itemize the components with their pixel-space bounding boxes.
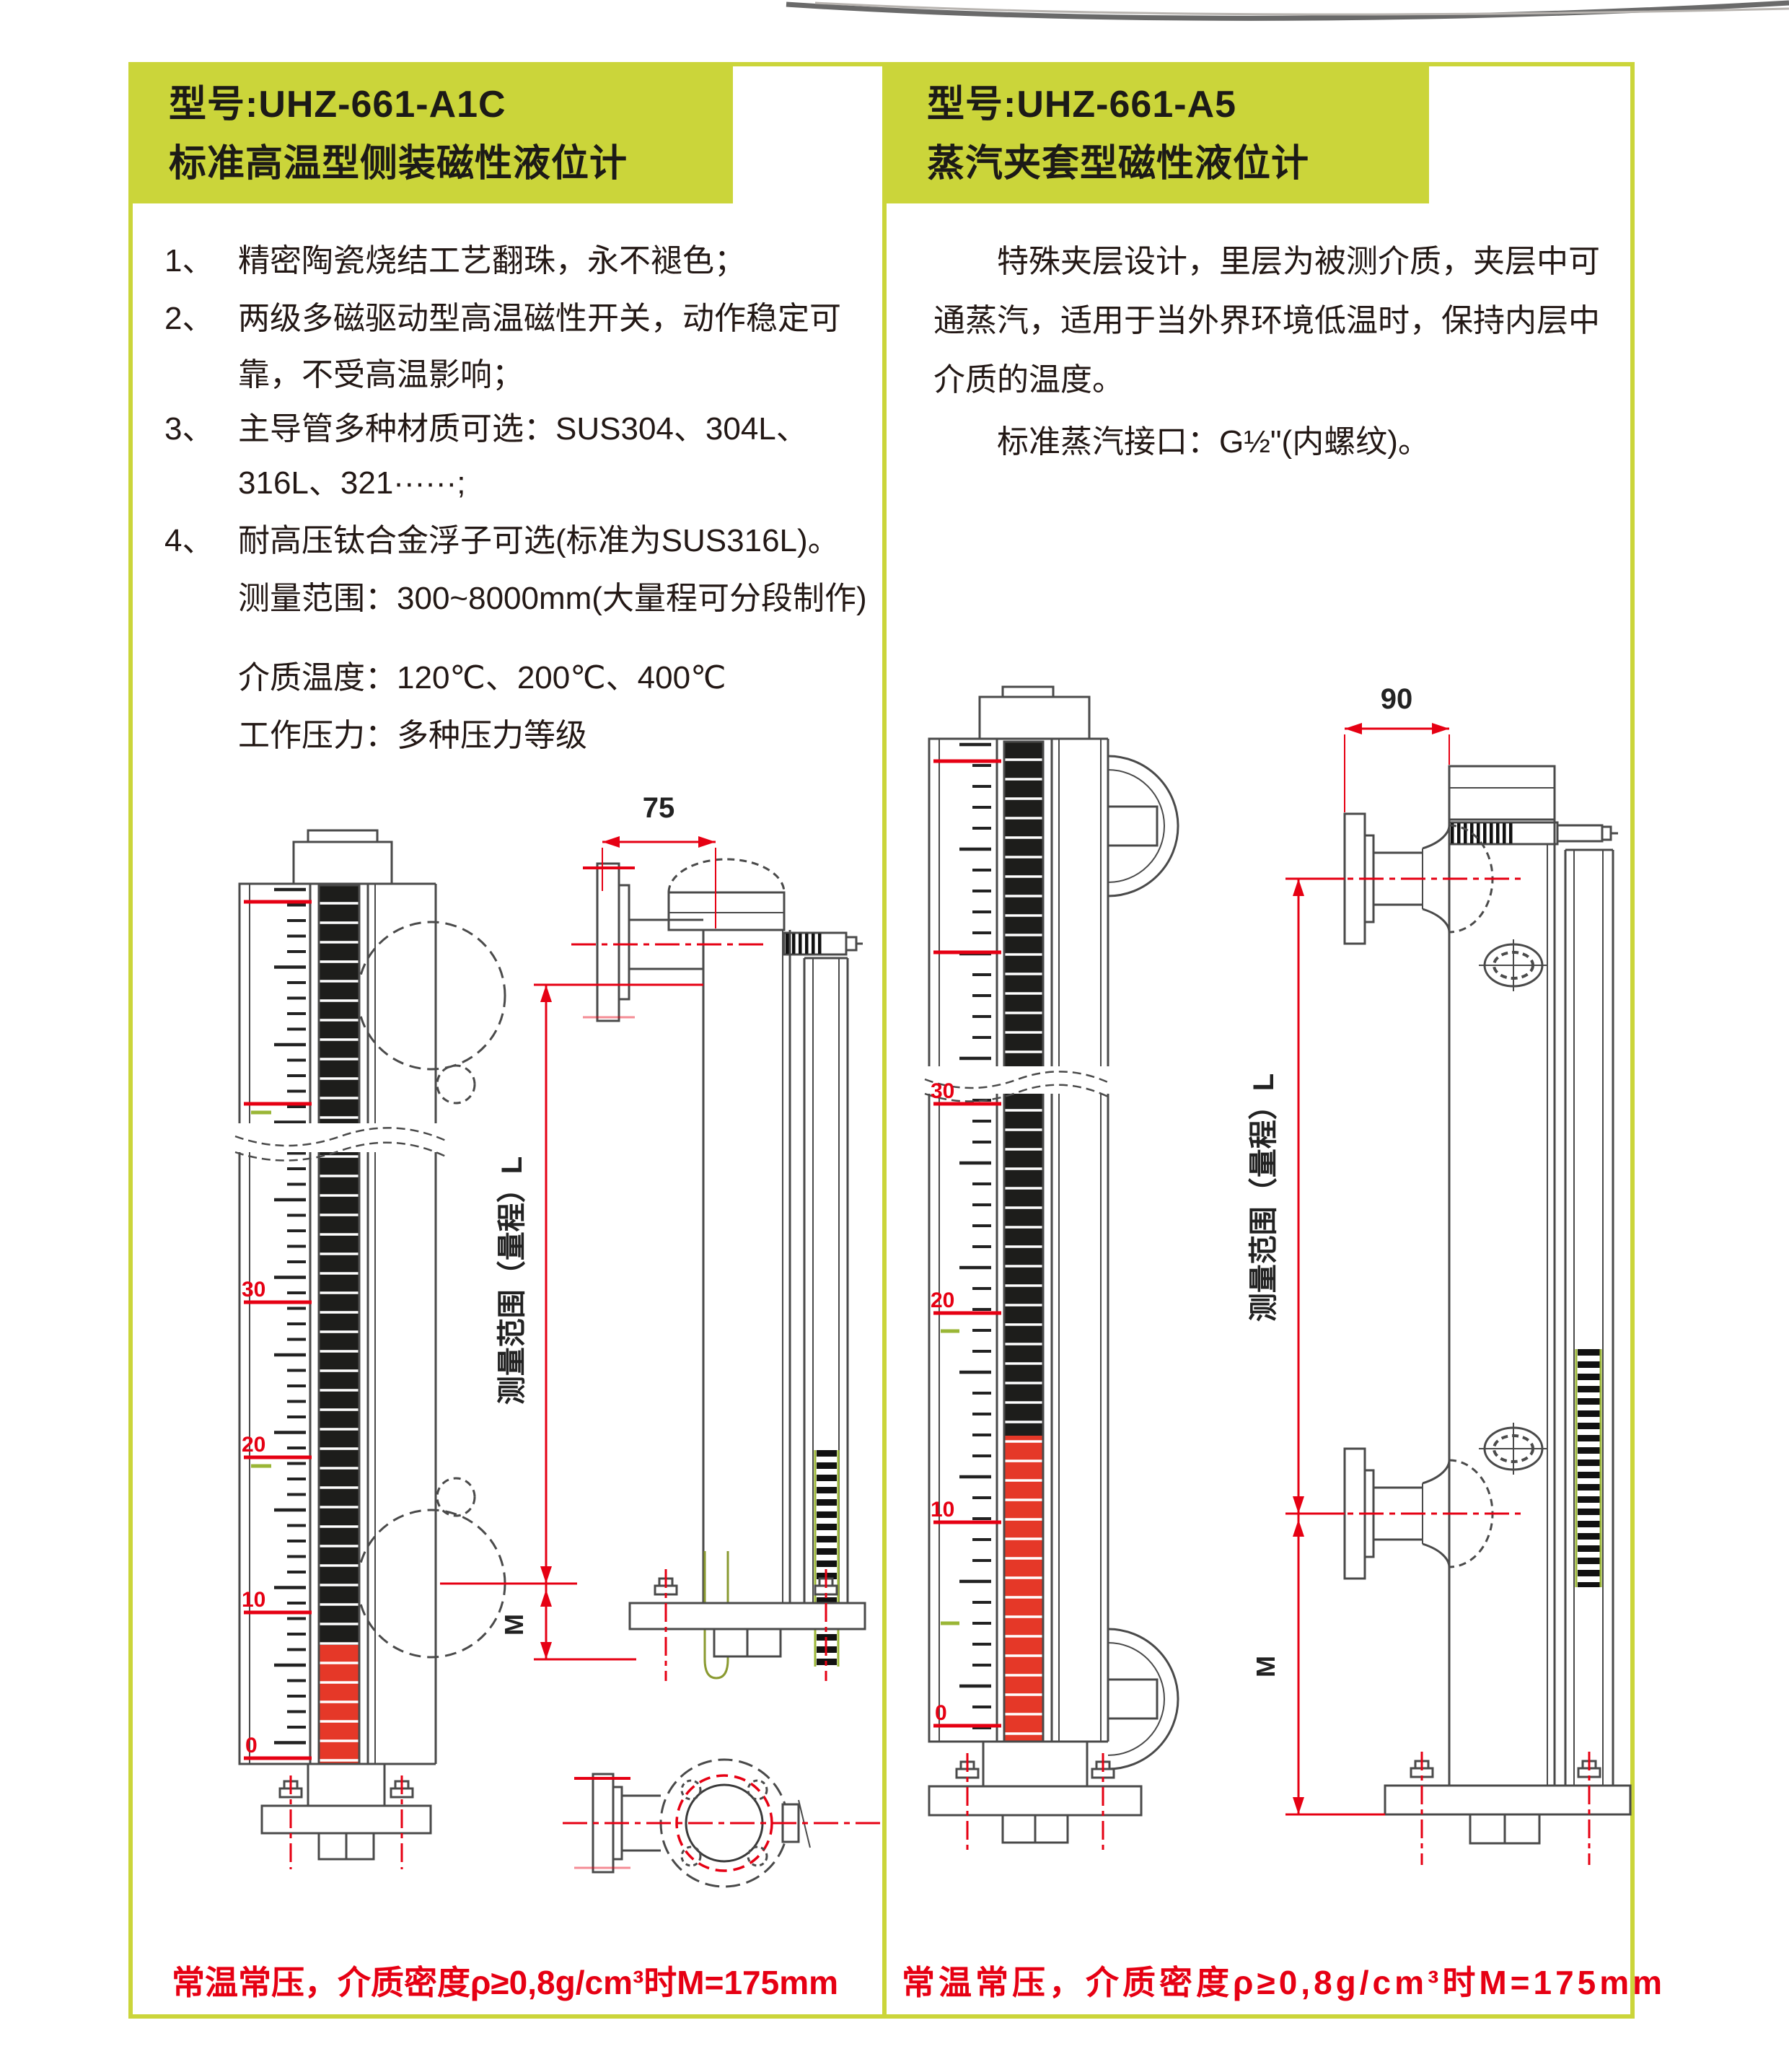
feature-1-number: 1、 xyxy=(164,243,214,278)
left-scale-20: 20 xyxy=(242,1433,265,1457)
left-model-title: 型号:UHZ-661-A1C xyxy=(169,84,506,126)
feature-2-number: 2、 xyxy=(164,301,214,336)
column-divider xyxy=(882,62,887,2019)
right-range-dimension-label: 测量范围（量程）L xyxy=(1248,1074,1280,1322)
spec-working-pressure: 工作压力：多种压力等级 xyxy=(238,718,587,753)
left-condition-note: 常温常压，介质密度ρ≥0,8g/cm³时M=175mm xyxy=(171,1964,839,2001)
right-m-dimension-label: M xyxy=(1251,1656,1280,1677)
left-top-dimension-label: 75 xyxy=(643,792,675,824)
content-frame xyxy=(128,62,1635,2019)
right-subtitle: 蒸汽夹套型磁性液位计 xyxy=(927,143,1310,185)
right-technical-drawing: 90 30 20 10 0 测量范围（量程）L M xyxy=(924,683,1632,1865)
right-scale-10: 10 xyxy=(931,1498,954,1522)
left-scale-10: 10 xyxy=(242,1588,265,1612)
feature-4-number: 4、 xyxy=(164,523,214,558)
right-top-dimension-label: 90 xyxy=(1381,683,1413,715)
right-description-paragraph: 特殊夹层设计，里层为被测介质，夹层中可通蒸汽，适用于当外界环境低温时，保持内层中… xyxy=(933,244,1600,398)
right-header: 型号:UHZ-661-A5 蒸汽夹套型磁性液位计 xyxy=(887,62,1429,203)
feature-3-text: 主导管多种材质可选：SUS304、304L、 xyxy=(238,411,808,447)
feature-4-text: 耐高压钛合金浮子可选(标准为SUS316L)。 xyxy=(238,523,840,558)
right-scale-0: 0 xyxy=(935,1701,947,1725)
left-m-dimension-label: M xyxy=(499,1614,529,1636)
feature-2-text-cont: 靠，不受高温影响； xyxy=(238,357,524,392)
left-range-dimension-label: 测量范围（量程）L xyxy=(496,1156,528,1405)
right-scale-30: 30 xyxy=(931,1079,954,1103)
left-subtitle: 标准高温型侧装磁性液位计 xyxy=(169,143,628,185)
right-model-title: 型号:UHZ-661-A5 xyxy=(927,84,1237,126)
feature-3-number: 3、 xyxy=(164,411,214,447)
left-scale-0: 0 xyxy=(245,1734,258,1757)
left-header: 型号:UHZ-661-A1C 标准高温型侧装磁性液位计 xyxy=(128,62,733,203)
top-swoosh-decoration xyxy=(786,0,1789,21)
feature-1-text: 精密陶瓷烧结工艺翻珠，永不褪色； xyxy=(238,243,746,278)
right-condition-note: 常温常压，介质密度ρ≥0,8g/cm³时M=175mm xyxy=(902,1964,1666,2001)
left-technical-drawing: 75 30 20 10 0 测量范围（量程）L M xyxy=(234,792,880,1888)
feature-2-text: 两级多磁驱动型高温磁性开关，动作稳定可 xyxy=(238,301,841,336)
feature-3-text-cont: 316L、321······; xyxy=(238,465,466,501)
spec-measuring-range: 测量范围：300~8000mm(大量程可分段制作) xyxy=(238,581,867,616)
right-steam-port-paragraph: 标准蒸汽接口：G½"(内螺纹)。 xyxy=(997,424,1430,460)
left-scale-30: 30 xyxy=(242,1278,265,1301)
spec-medium-temperature: 介质温度：120℃、200℃、400℃ xyxy=(238,660,726,695)
right-scale-20: 20 xyxy=(931,1289,954,1312)
